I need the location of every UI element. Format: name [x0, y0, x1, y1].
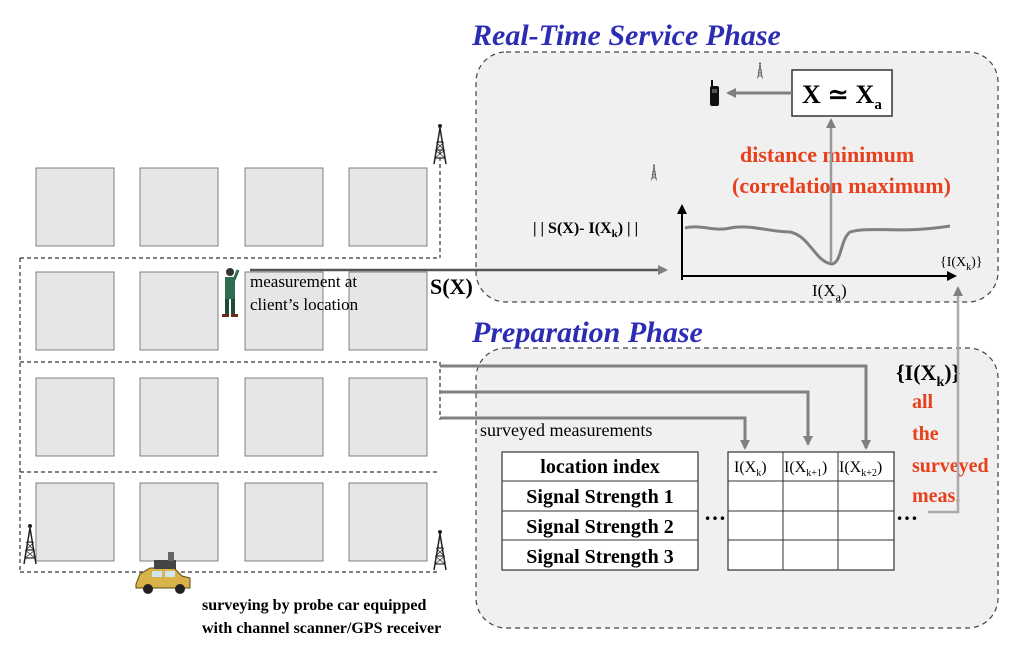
col-ixk1: I(Xk+1)	[784, 459, 827, 479]
surveyed-measurements-label: surveyed measurements	[480, 420, 652, 440]
cell-tower-icon	[23, 523, 37, 565]
measurement-table: I(Xk) I(Xk+1) I(Xk+2)	[727, 451, 895, 571]
preparation-phase-title: Preparation Phase	[471, 316, 703, 349]
table-to-graph-arrow	[928, 286, 963, 514]
all-surveyed-line1: all	[912, 391, 934, 413]
survey-arrow-k2	[440, 364, 871, 450]
ellipsis-right: …	[896, 500, 918, 525]
ellipsis-left: …	[704, 500, 726, 525]
cell-tower-icon	[433, 529, 447, 571]
col-ixk: I(Xk)	[734, 459, 767, 479]
survey-label-line1: surveying by probe car equipped	[202, 597, 426, 614]
city-grid	[19, 150, 441, 573]
location-table: location index Signal Strength 1 Signal …	[501, 451, 699, 571]
sx-label: S(X)	[430, 274, 473, 299]
norm-label: | | S(X)- I(Xk) | |	[533, 220, 638, 240]
x-axis-label: {I(Xk)}	[940, 255, 983, 273]
estimate-label: X ≃ Xa	[802, 80, 882, 113]
set-label: {I(Xk)}	[896, 360, 960, 390]
cell-tower-icon	[433, 123, 447, 165]
measurement-label-line1: measurement at	[250, 272, 357, 291]
person-icon	[222, 268, 240, 317]
survey-label-line2: with channel scanner/GPS receiver	[202, 620, 441, 637]
row-signal-strength-1: Signal Strength 1	[526, 486, 673, 508]
survey-arrow-k	[440, 416, 750, 450]
minimum-point-label: I(Xa)	[812, 281, 847, 304]
correlation-maximum-label: (correlation maximum)	[732, 173, 951, 198]
row-signal-strength-3: Signal Strength 3	[526, 546, 673, 568]
all-surveyed-line4: meas.	[912, 485, 960, 507]
row-location-index: location index	[540, 456, 659, 478]
distance-minimum-label: distance minimum	[740, 142, 914, 167]
survey-arrow-k1	[440, 390, 813, 446]
all-surveyed-line3: surveyed	[912, 455, 989, 477]
row-signal-strength-2: Signal Strength 2	[526, 516, 673, 538]
measurement-label-line2: client’s location	[250, 295, 359, 314]
mobile-phone-icon	[710, 80, 719, 106]
probe-car-icon	[135, 552, 191, 594]
distance-curve	[684, 224, 951, 266]
all-surveyed-line2: the	[912, 423, 939, 445]
realtime-phase-title: Real-Time Service Phase	[471, 19, 781, 52]
col-ixk2: I(Xk+2)	[839, 459, 882, 479]
